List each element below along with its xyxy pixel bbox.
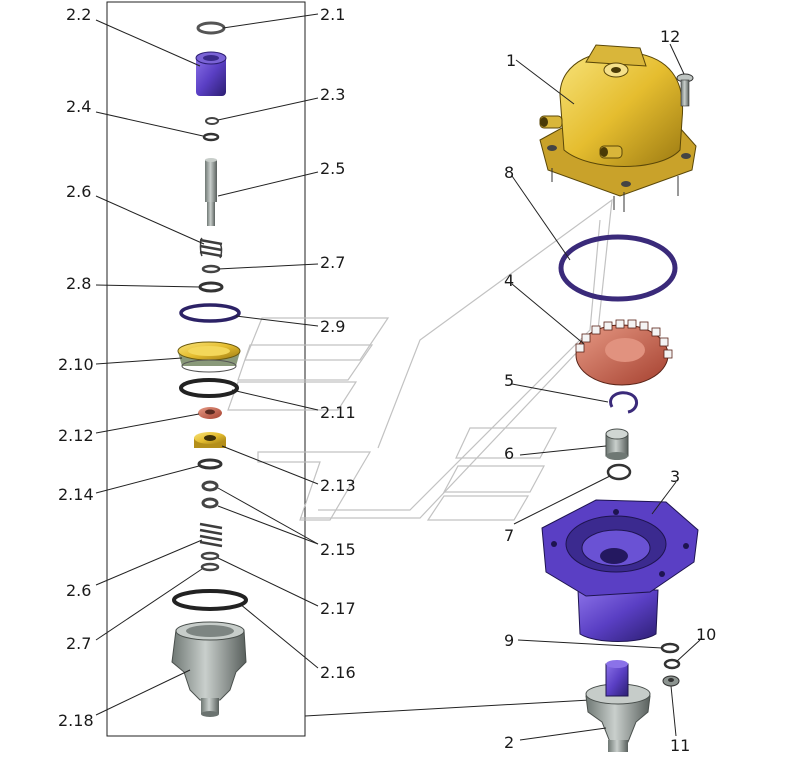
label-2-17: 2.17 xyxy=(320,599,356,618)
part-2-18-valve-body xyxy=(171,621,247,717)
label-2-11: 2.11 xyxy=(320,403,356,422)
part-2-10-cup xyxy=(177,341,241,373)
part-2-valve-assembly xyxy=(585,660,651,752)
part-10-washer xyxy=(663,658,681,670)
part-2-2-sleeve xyxy=(195,51,227,96)
label-2-15: 2.15 xyxy=(320,540,356,559)
part-2-8-o-ring xyxy=(198,281,224,293)
label-2-9: 2.9 xyxy=(320,317,345,336)
label-2-6-upper: 2.6 xyxy=(66,182,91,201)
part-2-13-bushing xyxy=(194,432,226,448)
part-11-nut xyxy=(662,675,680,687)
part-2-11-o-ring xyxy=(179,378,239,398)
part-2-15-ring-b xyxy=(201,497,219,509)
part-2-16-o-ring xyxy=(172,589,248,611)
part-2-7-washer-lower xyxy=(200,562,220,572)
label-2-4: 2.4 xyxy=(66,97,91,116)
label-2-18: 2.18 xyxy=(58,711,94,730)
label-2: 2 xyxy=(504,733,514,752)
part-2-5-pin xyxy=(205,158,217,226)
part-2-1-snap-ring xyxy=(196,21,226,35)
part-4-diaphragm xyxy=(575,319,673,386)
part-8-o-ring xyxy=(558,234,678,302)
part-2-14-ring xyxy=(197,458,223,470)
label-2-7-upper: 2.7 xyxy=(320,253,345,272)
label-2-5: 2.5 xyxy=(320,159,345,178)
label-6: 6 xyxy=(504,444,514,463)
label-2-1: 2.1 xyxy=(320,5,345,24)
part-2-17-washer xyxy=(200,551,220,561)
label-12: 12 xyxy=(660,27,680,46)
part-2-15-ring-a xyxy=(201,480,219,492)
part-2-4-ring xyxy=(202,132,220,142)
label-2-12: 2.12 xyxy=(58,426,94,445)
part-2-6-spring-lower xyxy=(199,522,223,548)
callout-labels: 2.1 2.2 2.3 2.4 2.5 2.6 2.7 2.8 2.9 2.10… xyxy=(58,5,716,755)
leader-lines xyxy=(95,13,701,741)
label-5: 5 xyxy=(504,371,514,390)
label-2-3: 2.3 xyxy=(320,85,345,104)
part-7-ring xyxy=(606,463,632,481)
label-2-16: 2.16 xyxy=(320,663,356,682)
label-8: 8 xyxy=(504,163,514,182)
frame-to-part2-leader xyxy=(304,699,591,717)
label-11: 11 xyxy=(670,736,690,755)
watermark-logo xyxy=(227,198,613,521)
part-12-bolt xyxy=(676,73,694,107)
label-4: 4 xyxy=(504,271,514,290)
subassembly-frame xyxy=(106,1,306,737)
label-1: 1 xyxy=(506,51,516,70)
part-9-washer xyxy=(660,642,680,654)
part-2-3-washer xyxy=(205,117,219,125)
label-2-13: 2.13 xyxy=(320,476,356,495)
label-9: 9 xyxy=(504,631,514,650)
label-2-2: 2.2 xyxy=(66,5,91,24)
label-2-6-lower: 2.6 xyxy=(66,581,91,600)
label-3: 3 xyxy=(670,467,680,486)
part-2-6-spring-upper xyxy=(199,237,223,259)
label-10: 10 xyxy=(696,625,716,644)
label-2-8: 2.8 xyxy=(66,274,91,293)
label-2-14: 2.14 xyxy=(58,485,94,504)
part-5-circlip xyxy=(609,391,638,414)
part-1-cover xyxy=(539,44,697,212)
label-7: 7 xyxy=(504,526,514,545)
label-2-7-lower: 2.7 xyxy=(66,634,91,653)
label-2-10: 2.10 xyxy=(58,355,94,374)
part-2-12-bushing xyxy=(198,407,222,419)
part-3-housing xyxy=(541,499,699,642)
part-2-7-washer-upper xyxy=(201,264,221,274)
part-6-plug xyxy=(605,428,629,460)
part-2-9-o-ring xyxy=(179,303,241,323)
